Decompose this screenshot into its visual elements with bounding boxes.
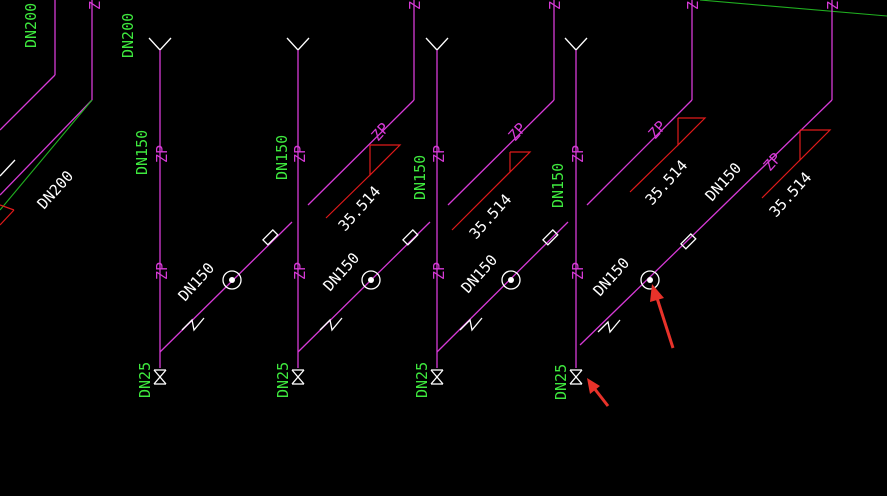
riser-1-dn150-diag: DN150 (175, 259, 219, 305)
left-zp-label: ZP (86, 0, 104, 10)
riser-4-dn150-diag: DN150 (590, 254, 634, 300)
zp-flag-1: ZP (368, 119, 393, 144)
elevation-4: 35.514 (766, 168, 816, 220)
zp-flag-2: ZP (505, 119, 530, 144)
riser-2-zp-top: ZP (291, 145, 309, 163)
riser-4-dn25: DN25 (552, 364, 570, 400)
top-zp-3: ZP (684, 0, 702, 10)
riser-2-zp-bottom: ZP (291, 262, 309, 280)
riser-4-dn150: DN150 (549, 163, 567, 208)
upper-branches (307, 0, 833, 346)
top-green-line (699, 0, 887, 17)
top-zp-2: ZP (546, 0, 564, 10)
annotation-arrow-1 (650, 284, 675, 349)
elevation-3: 35.514 (642, 156, 692, 208)
left-dn200-label-2: DN200 (119, 13, 137, 58)
top-zp-4: ZP (824, 0, 842, 10)
riser-3-dn150: DN150 (411, 155, 429, 200)
elevation-1: 35.514 (335, 182, 385, 234)
zp-flag-3: ZP (645, 117, 670, 142)
left-dn200-diag-label: DN200 (34, 167, 78, 213)
riser-1 (148, 37, 293, 385)
left-dn200-label: DN200 (22, 3, 40, 48)
riser-3-zp-top: ZP (430, 145, 448, 163)
riser-2-dn150: DN150 (273, 135, 291, 180)
riser-1-dn150: DN150 (133, 130, 151, 175)
left-edge-pipes (0, 0, 93, 226)
riser-4 (564, 37, 697, 385)
dn150-diag-right: DN150 (702, 159, 746, 205)
annotation-arrow-2 (587, 378, 610, 407)
riser-4-zp-top: ZP (569, 145, 587, 163)
top-zp-1: ZP (406, 0, 424, 10)
riser-2-dn150-diag: DN150 (320, 249, 364, 295)
riser-3-zp-bottom: ZP (430, 262, 448, 280)
riser-2 (286, 37, 431, 385)
riser-1-zp-bottom: ZP (153, 262, 171, 280)
zp-flag-4: ZP (760, 149, 785, 174)
elevation-2: 35.514 (466, 190, 516, 242)
riser-1-zp-top: ZP (153, 145, 171, 163)
riser-3-dn25: DN25 (413, 362, 431, 398)
riser-3 (425, 37, 569, 385)
riser-3-dn150-diag: DN150 (458, 251, 502, 297)
riser-1-dn25: DN25 (136, 362, 154, 398)
riser-2-dn25: DN25 (274, 362, 292, 398)
riser-4-zp-bottom: ZP (569, 262, 587, 280)
elevation-flags (325, 117, 832, 231)
